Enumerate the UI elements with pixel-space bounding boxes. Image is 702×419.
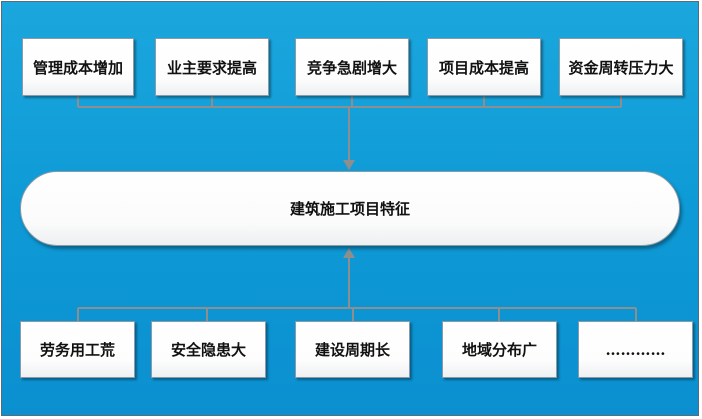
top-node-5: 资金周转压力大 — [559, 38, 683, 96]
bottom-node-5: ………… — [578, 321, 693, 378]
top-node-2: 业主要求提高 — [155, 38, 269, 96]
top-node-4: 项目成本提高 — [427, 38, 541, 96]
bottom-node-3: 建设周期长 — [295, 321, 410, 378]
top-node-1: 管理成本增加 — [22, 38, 134, 96]
arrow-up-icon — [343, 248, 355, 258]
bottom-node-4: 地域分布广 — [442, 321, 557, 378]
bottom-node-1: 劳务用工荒 — [20, 321, 135, 378]
bottom-node-2: 安全隐患大 — [151, 321, 266, 378]
center-node: 建筑施工项目特征 — [20, 171, 680, 246]
top-node-3: 竞争急剧增大 — [295, 38, 409, 96]
arrow-down-icon — [343, 160, 355, 170]
